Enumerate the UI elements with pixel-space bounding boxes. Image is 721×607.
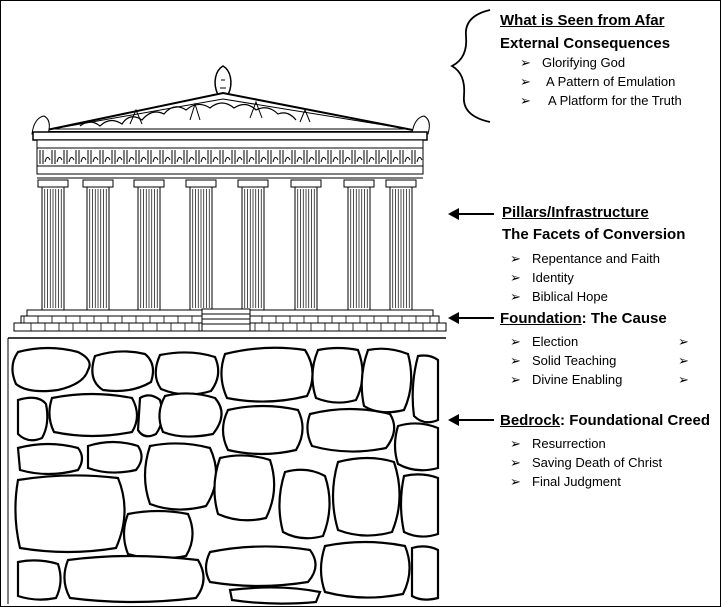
- bullet-arrow-icon: ➢: [520, 93, 531, 108]
- list-item: ➢Divine Enabling: [510, 372, 623, 387]
- bullet-arrow-icon: ➢: [510, 334, 521, 349]
- left-arrow-icon: [448, 414, 494, 426]
- bullet-arrow-icon: ➢: [510, 436, 521, 451]
- bullet-arrow-icon: ➢: [520, 55, 531, 70]
- pillars-title: Pillars/Infrastructure: [502, 204, 649, 221]
- list-item: ➢Saving Death of Christ: [510, 455, 663, 470]
- list-item: ➢Election: [510, 334, 579, 349]
- list-item: ➢Final Judgment: [510, 474, 621, 489]
- list-item: ➢A Pattern of Emulation: [520, 74, 676, 89]
- temple-column: [82, 179, 114, 311]
- temple-column: [37, 179, 69, 311]
- bullet-arrow-icon: ➢: [510, 455, 521, 470]
- list-item: ➢Repentance and Faith: [510, 251, 660, 266]
- list-item: ➢Resurrection: [510, 436, 606, 451]
- temple-column: [290, 179, 322, 311]
- empty-bullet-icon: ➢: [678, 372, 689, 387]
- list-item: ➢Biblical Hope: [510, 289, 608, 304]
- pillars-subtitle: The Facets of Conversion: [502, 226, 686, 243]
- bedrock-title: Bedrock: Foundational Creed: [500, 412, 711, 429]
- bullet-arrow-icon: ➢: [510, 474, 521, 489]
- list-item: ➢Glorifying God: [520, 55, 626, 70]
- list-item: ➢Solid Teaching: [510, 353, 617, 368]
- empty-bullet-icon: ➢: [678, 334, 689, 349]
- afar-subtitle: External Consequences: [500, 35, 671, 52]
- temple-column: [185, 179, 217, 311]
- temple-column: [343, 179, 375, 311]
- list-item: ➢Identity: [510, 270, 574, 285]
- left-arrow-icon: [448, 208, 494, 220]
- bullet-arrow-icon: ➢: [510, 372, 521, 387]
- temple-column: [385, 179, 417, 311]
- bullet-arrow-icon: ➢: [510, 270, 521, 285]
- list-item: ➢A Platform for the Truth: [520, 93, 682, 108]
- foundation-title: Foundation: The Cause: [500, 310, 667, 327]
- temple-column: [237, 179, 269, 311]
- empty-bullet-icon: ➢: [678, 353, 689, 368]
- temple-column: [133, 179, 165, 311]
- bullet-arrow-icon: ➢: [510, 251, 521, 266]
- bullet-arrow-icon: ➢: [520, 74, 531, 89]
- bullet-arrow-icon: ➢: [510, 353, 521, 368]
- afar-title: What is Seen from Afar: [500, 12, 665, 29]
- bullet-arrow-icon: ➢: [510, 289, 521, 304]
- left-arrow-icon: [448, 312, 494, 324]
